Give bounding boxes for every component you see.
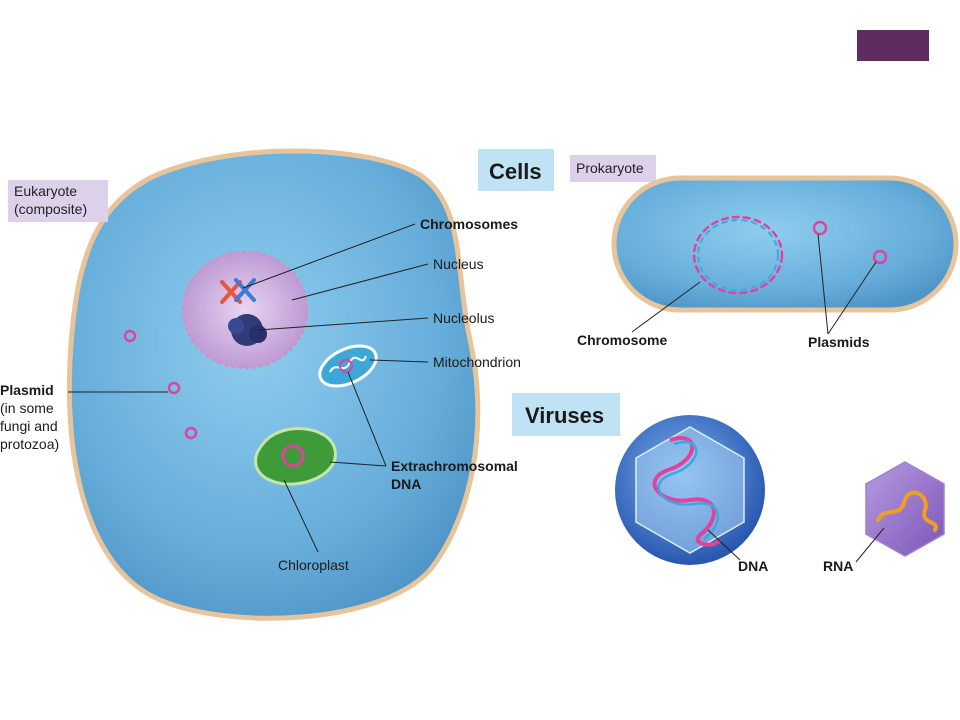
mitochondrion	[318, 344, 378, 388]
label-chloroplast: Chloroplast	[278, 557, 349, 573]
cells-header: Cells	[478, 149, 554, 191]
prokaryote-leader-lines	[631, 233, 877, 335]
eukaryote-cell	[66, 148, 481, 621]
label-nucleolus: Nucleolus	[433, 310, 494, 326]
eukaryote-tag-line2: (composite)	[14, 201, 87, 217]
label-extrachromosomal: Extrachromosomal	[391, 458, 518, 474]
label-nucleus: Nucleus	[433, 256, 484, 272]
dna-virus	[615, 415, 765, 565]
label-extrachromosomal-dna: DNA	[391, 476, 421, 492]
label-plasmid-line3: fungi and	[0, 418, 58, 434]
chromosomes-icon	[220, 278, 256, 304]
prokaryote-cell	[611, 175, 959, 313]
chloroplast	[254, 427, 337, 486]
label-chromosome: Chromosome	[577, 332, 667, 348]
slide-accent-bar	[857, 30, 929, 61]
label-plasmid-line2: (in some	[0, 400, 54, 416]
rna-virus	[865, 461, 945, 557]
label-plasmid: Plasmid	[0, 382, 54, 398]
label-rna: RNA	[823, 558, 853, 574]
eukaryote-leader-lines	[68, 223, 429, 553]
eukaryote-tag-line1: Eukaryote	[14, 183, 77, 199]
label-chromosomes: Chromosomes	[420, 216, 518, 232]
viruses-header: Viruses	[512, 393, 620, 436]
eukaryote-plasmids	[123, 329, 198, 440]
prokaryote-tag: Prokaryote	[570, 155, 656, 182]
label-plasmids: Plasmids	[808, 334, 870, 350]
label-plasmid-line4: protozoa)	[0, 436, 59, 452]
prokaryote-tag-text: Prokaryote	[576, 160, 644, 176]
label-dna: DNA	[738, 558, 768, 574]
rna-leader-line	[855, 527, 885, 563]
cells-header-text: Cells	[489, 159, 542, 184]
viruses-header-text: Viruses	[525, 403, 604, 428]
eukaryote-tag: Eukaryote (composite)	[8, 180, 108, 222]
nucleus	[181, 250, 309, 370]
label-mitochondrion: Mitochondrion	[433, 354, 521, 370]
dna-leader-line	[707, 529, 741, 561]
